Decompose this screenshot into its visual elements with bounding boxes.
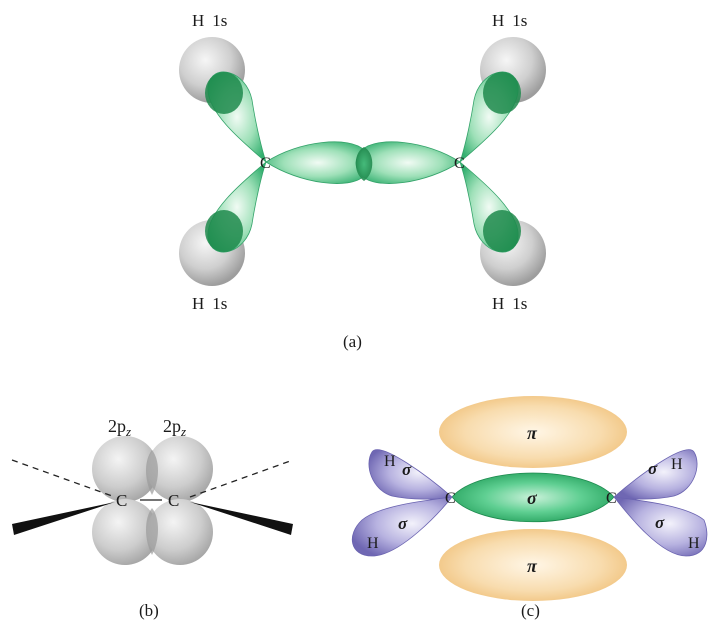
overlap-h-bottom-right [483, 210, 521, 252]
p-lobe-right-bottom [147, 499, 213, 565]
label-sigma-left-down: σ [398, 514, 408, 533]
caption-b: (b) [139, 601, 159, 620]
panel-b: C C 2pz 2pz (b) [11, 416, 294, 620]
sp2-lobe-left-right [265, 141, 371, 184]
label-h-left-up: H [384, 453, 396, 470]
wedge-bond-left [12, 502, 115, 535]
p-overlap-top [146, 450, 158, 495]
label-2pz-right: 2pz [163, 416, 186, 439]
overlap-c-c [355, 147, 373, 181]
label-pi-bottom: π [527, 556, 538, 576]
label-h-right-down: H [688, 535, 700, 552]
label-carbon-right: C [454, 155, 465, 172]
sigma-c-h-lobe-left-down [351, 496, 453, 557]
label-h-left-down: H [367, 535, 379, 552]
sigma-c-h-lobe-right-up [613, 449, 698, 500]
dashed-bond-left [11, 459, 116, 498]
label-carbon-left: C [445, 490, 456, 507]
overlap-h-bottom-left [205, 210, 243, 252]
dashed-bond-right [189, 459, 294, 498]
sigma-c-h-lobe-left-up [368, 449, 453, 500]
label-2pz-left: 2pz [108, 416, 131, 439]
panel-c: π π σ σ H σ H σ H σ H C C (c) [351, 396, 708, 620]
overlap-h-top-left [205, 72, 243, 114]
label-sigma-right-up: σ [648, 459, 658, 478]
pi-lobe-bottom [439, 529, 627, 601]
label-sigma-right-down: σ [655, 513, 665, 532]
p-lobe-left-bottom [92, 499, 158, 565]
caption-c: (c) [521, 601, 540, 620]
p-lobe-right-top [147, 436, 213, 502]
p-lobe-left-top [92, 436, 158, 502]
p-overlap-bottom [146, 508, 158, 555]
wedge-bond-right [190, 502, 293, 535]
caption-a: (a) [343, 332, 362, 351]
sigma-c-h-lobe-right-down [613, 496, 708, 557]
overlap-h-top-right [483, 72, 521, 114]
label-sigma-left-up: σ [402, 460, 412, 479]
label-h-right-up: H [671, 456, 683, 473]
label-sigma-c-c: σ [527, 488, 538, 508]
label-carbon-left: C [116, 491, 127, 510]
pi-lobe-top [439, 396, 627, 468]
label-carbon-right: C [168, 491, 179, 510]
label-pi-top: π [527, 423, 538, 443]
label-carbon-right: C [606, 490, 617, 507]
label-carbon-left: C [260, 155, 271, 172]
